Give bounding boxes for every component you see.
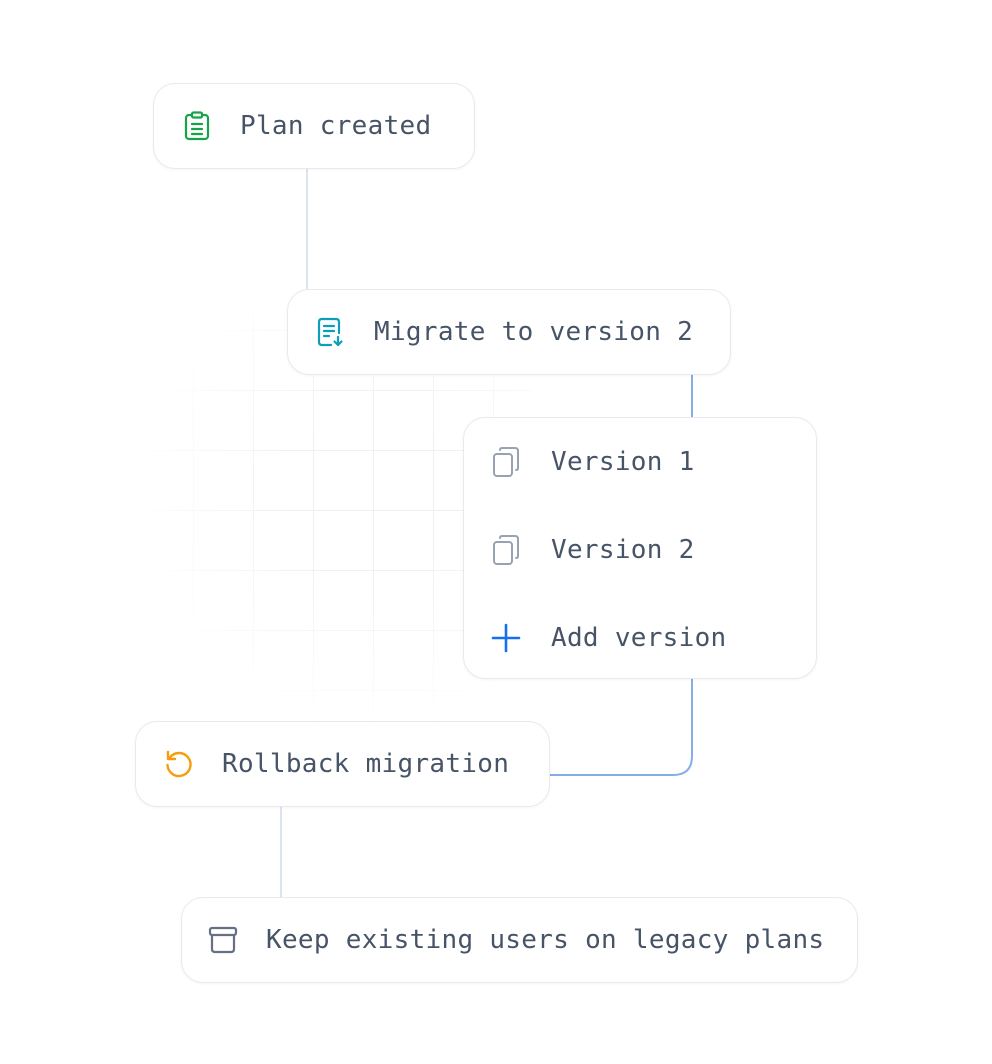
add-version-button[interactable]: Add version bbox=[490, 594, 816, 682]
copy-icon bbox=[490, 534, 522, 566]
version-1-item[interactable]: Version 1 bbox=[490, 418, 816, 506]
plus-icon bbox=[490, 622, 522, 654]
version-2-label: Version 2 bbox=[551, 535, 695, 565]
clipboard-icon bbox=[182, 111, 212, 141]
migrate-node[interactable]: Migrate to version 2 bbox=[287, 289, 731, 375]
rollback-node[interactable]: Rollback migration bbox=[135, 721, 550, 807]
rotate-ccw-icon bbox=[164, 749, 194, 779]
rollback-label: Rollback migration bbox=[222, 749, 510, 779]
copy-icon bbox=[490, 446, 522, 478]
add-version-label: Add version bbox=[551, 623, 727, 653]
migrate-label: Migrate to version 2 bbox=[374, 317, 694, 347]
versions-panel: Version 1 Version 2 Add version bbox=[463, 417, 817, 679]
plan-created-label: Plan created bbox=[240, 111, 432, 141]
document-download-icon bbox=[316, 317, 346, 347]
archive-icon bbox=[208, 925, 238, 955]
keep-existing-label: Keep existing users on legacy plans bbox=[266, 925, 825, 955]
version-1-label: Version 1 bbox=[551, 447, 695, 477]
version-2-item[interactable]: Version 2 bbox=[490, 506, 816, 594]
connector-versions-to-rollback bbox=[550, 679, 693, 776]
plan-created-node[interactable]: Plan created bbox=[153, 83, 475, 169]
keep-existing-node[interactable]: Keep existing users on legacy plans bbox=[181, 897, 858, 983]
